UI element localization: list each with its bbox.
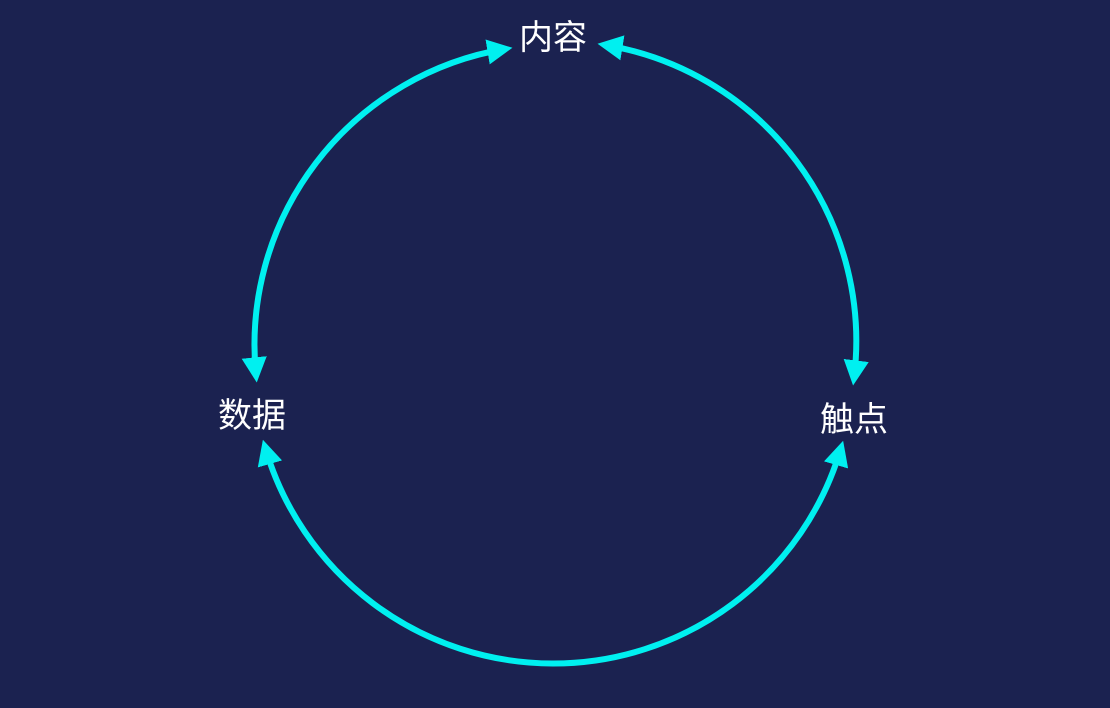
arc-data-touchpoint bbox=[257, 439, 849, 667]
node-label-content: 内容 bbox=[519, 18, 587, 58]
arc-content-touchpoint bbox=[597, 35, 869, 386]
node-label-touchpoint: 触点 bbox=[820, 400, 888, 440]
node-label-data: 数据 bbox=[218, 396, 286, 436]
arc-content-data bbox=[241, 39, 513, 383]
